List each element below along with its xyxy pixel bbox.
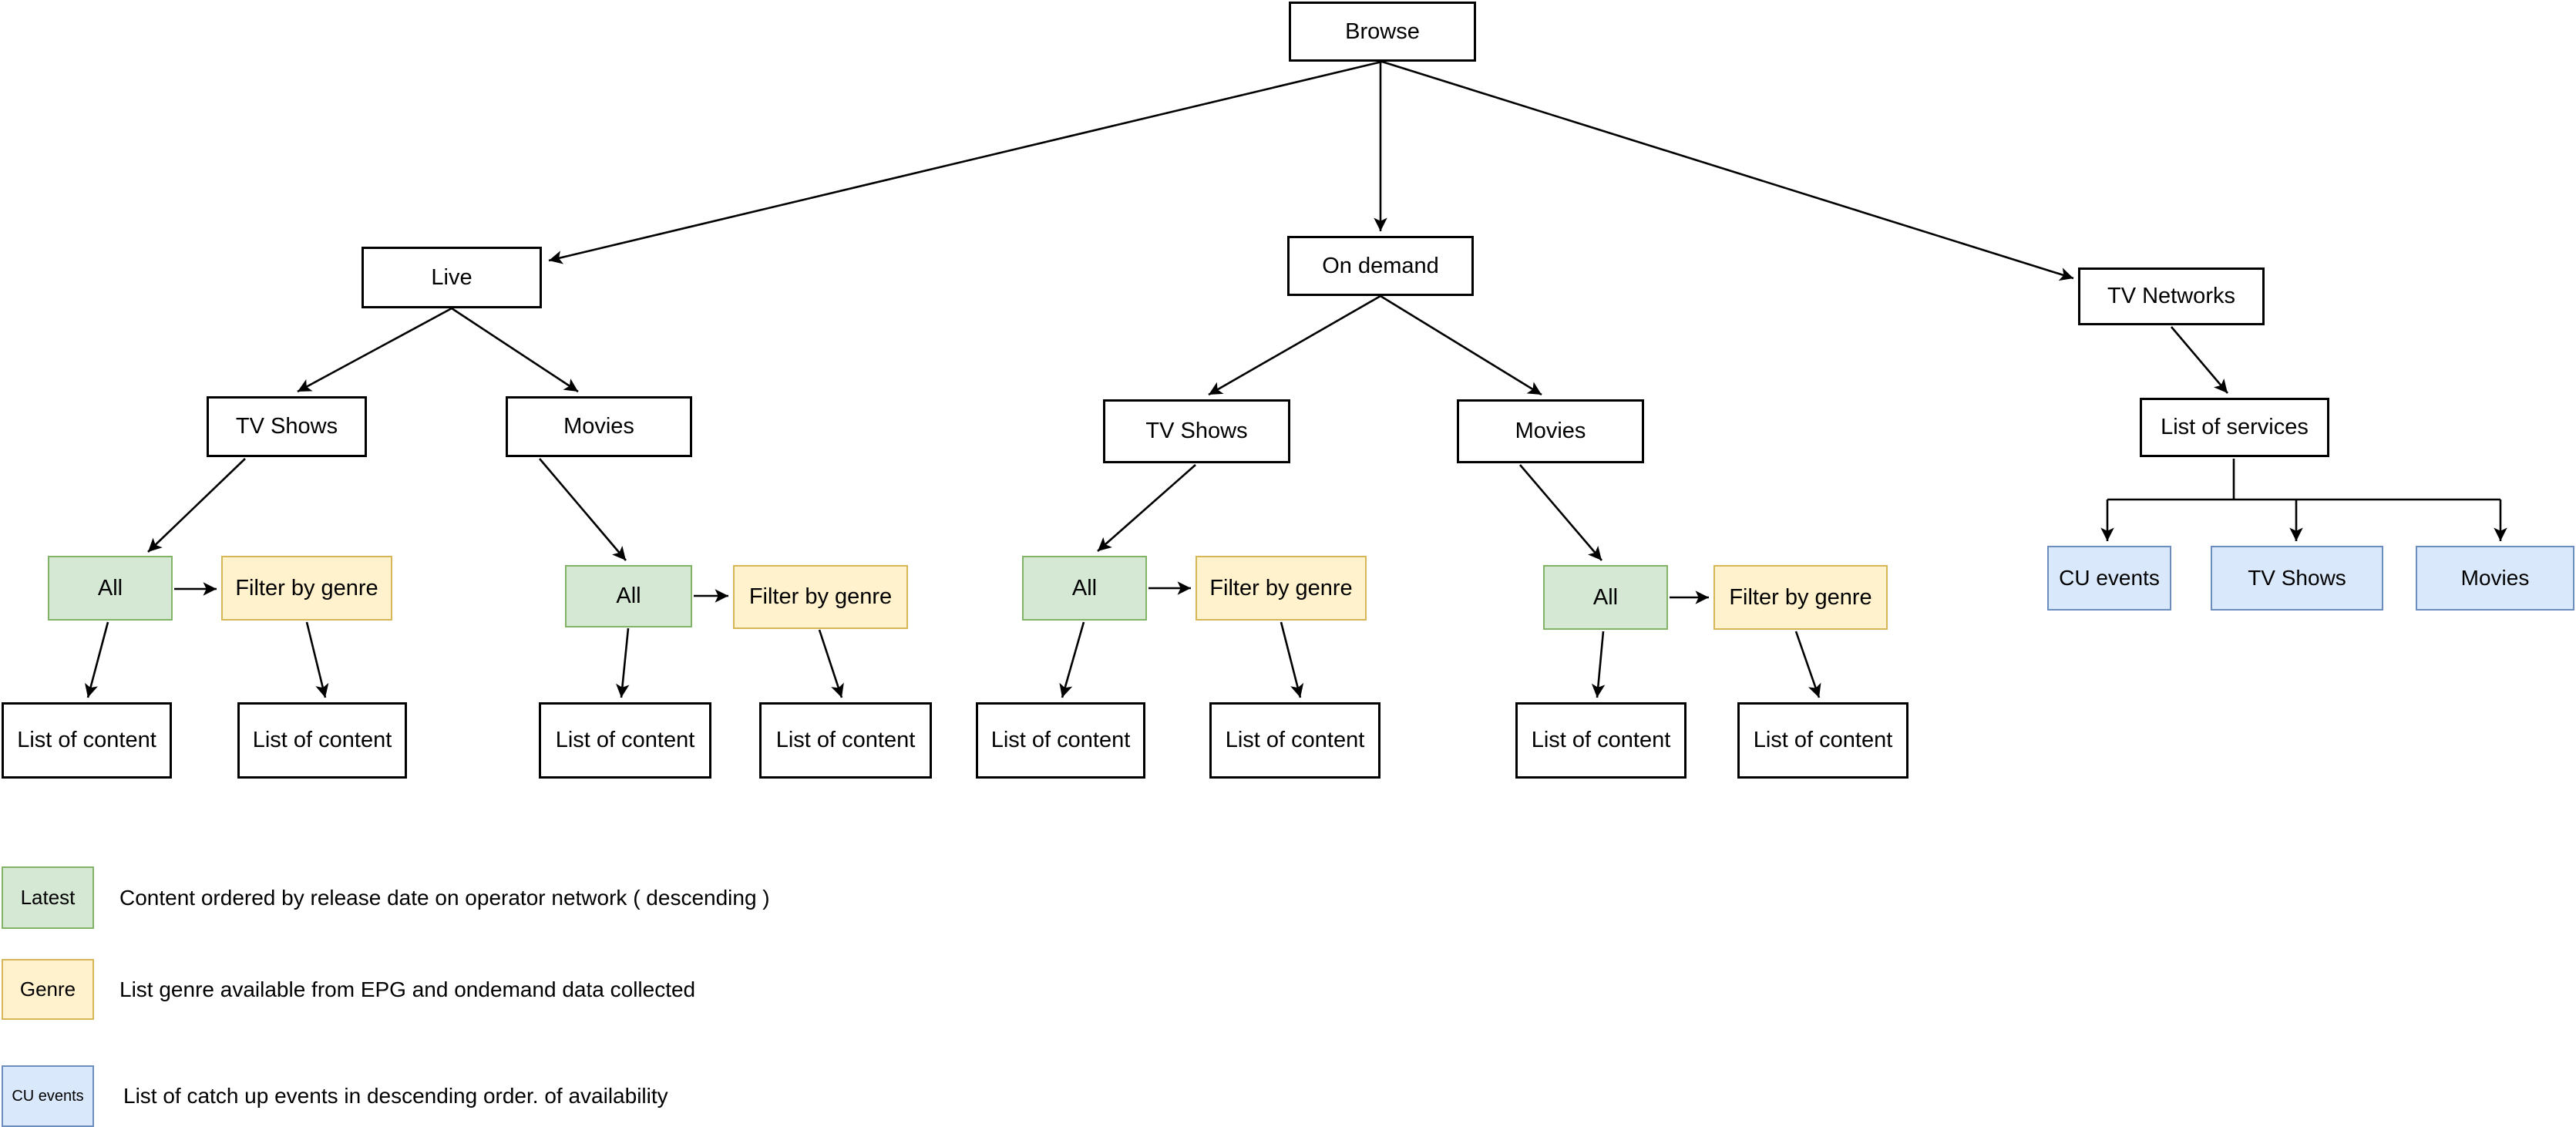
edge-on-demand-to-tv-shows	[1208, 294, 1381, 396]
node-all-live-tv-shows: All	[48, 556, 173, 621]
node-filter-by-genre-on-demand-tv-shows: Filter by genre	[1196, 556, 1367, 621]
node-live: Live	[362, 247, 542, 308]
edge-tv-networks-to-list-of-services	[2171, 326, 2228, 394]
node-movies-networks: Movies	[2416, 546, 2574, 611]
edge-browse-to-live	[548, 60, 1383, 264]
node-list-of-content-1: List of content	[2, 702, 172, 779]
node-tv-networks: TV Networks	[2078, 267, 2265, 325]
node-all-on-demand-movies: All	[1543, 565, 1668, 630]
node-movies-live: Movies	[506, 396, 692, 457]
node-list-of-content-2: List of content	[237, 702, 407, 779]
node-list-of-content-7: List of content	[1515, 702, 1687, 779]
edge-tv-shows-od-to-all	[1097, 464, 1196, 552]
node-list-of-services: List of services	[2140, 398, 2329, 457]
edge-all2-to-list3	[616, 627, 630, 698]
node-movies-on-demand: Movies	[1457, 399, 1644, 463]
node-list-of-content-4: List of content	[759, 702, 932, 779]
legend-swatch-genre: Genre	[2, 959, 94, 1020]
node-list-of-content-5: List of content	[976, 702, 1145, 779]
edge-browse-to-tv-networks	[1381, 60, 2074, 281]
edge-live-to-movies	[451, 307, 579, 393]
edge-filter1-to-list2	[305, 621, 329, 698]
edge-movies-od-to-all	[1519, 464, 1602, 561]
legend-description-genre: List genre available from EPG and ondema…	[119, 977, 696, 1001]
edge-filter3-to-list6	[1280, 621, 1304, 698]
edge-live-to-tv-shows	[297, 307, 452, 393]
node-filter-by-genre-live-movies: Filter by genre	[733, 565, 908, 629]
node-filter-by-genre-live-tv-shows: Filter by genre	[221, 556, 392, 621]
legend-swatch-cu-events: CU events	[2, 1065, 94, 1127]
node-tv-shows-live: TV Shows	[207, 396, 367, 457]
node-all-on-demand-tv-shows: All	[1022, 556, 1147, 621]
edge-filter4-to-list8	[1794, 631, 1821, 698]
edge-on-demand-to-movies	[1380, 294, 1542, 396]
edge-movies-live-to-all	[539, 458, 627, 561]
node-tv-shows-networks: TV Shows	[2211, 546, 2383, 611]
node-all-live-movies: All	[565, 565, 692, 627]
node-browse: Browse	[1289, 2, 1476, 62]
node-tv-shows-on-demand: TV Shows	[1103, 399, 1290, 463]
edge-filter2-to-list4	[818, 629, 844, 698]
edge-all1-to-list1	[85, 621, 109, 698]
edge-all3-to-list5	[1059, 621, 1085, 698]
node-filter-by-genre-on-demand-movies: Filter by genre	[1713, 565, 1888, 630]
legend-description-cu-events: List of catch up events in descending or…	[123, 1084, 668, 1108]
legend-description-latest: Content ordered by release date on opera…	[119, 885, 770, 910]
node-on-demand: On demand	[1287, 236, 1474, 296]
legend-swatch-latest: Latest	[2, 866, 94, 929]
edge-all4-to-list7	[1591, 631, 1606, 698]
node-list-of-content-8: List of content	[1737, 702, 1908, 779]
node-list-of-content-3: List of content	[539, 702, 711, 779]
edge-tv-shows-live-to-all	[147, 458, 246, 553]
node-list-of-content-6: List of content	[1209, 702, 1380, 779]
node-cu-events: CU events	[2047, 546, 2171, 611]
